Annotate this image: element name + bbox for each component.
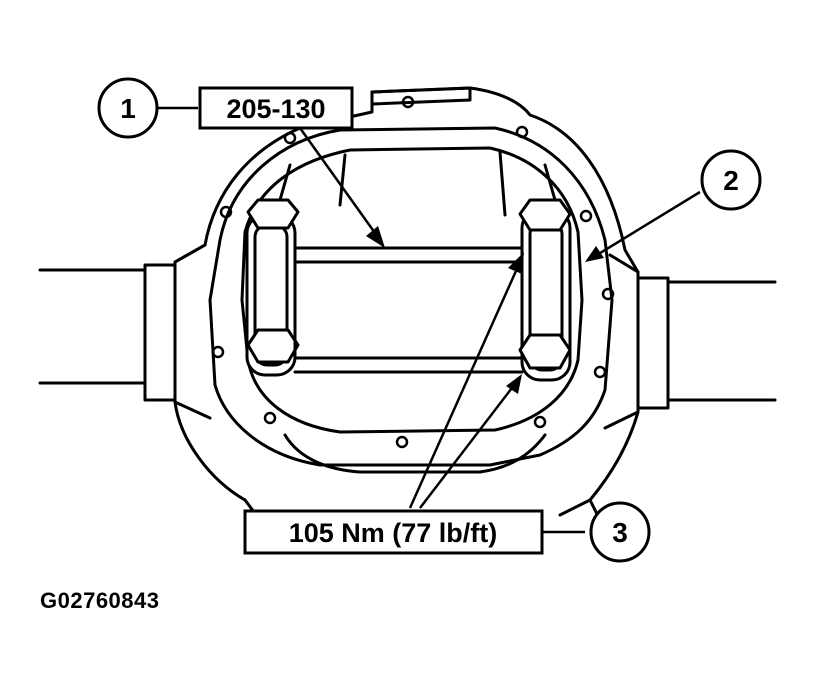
left-axle-tube [38, 243, 212, 420]
bearing-cap-left [245, 198, 300, 377]
callout-1-label: 205-130 [226, 94, 325, 124]
callout-3: 105 Nm (77 lb/ft) 3 [243, 501, 651, 563]
cover-flange [208, 126, 614, 467]
differential-carrier [293, 246, 524, 374]
leader-lines [158, 106, 701, 534]
callout-3-circle [589, 501, 651, 563]
callout-1-number: 1 [120, 93, 136, 124]
figure-id: G02760843 [40, 588, 160, 613]
cover-bolt-holes [211, 95, 615, 449]
callout-2: 2 [700, 149, 762, 211]
arrow-heads [366, 226, 604, 394]
callout-1-circle [97, 77, 159, 139]
callout-1-label-box [198, 86, 354, 130]
callout-2-number: 2 [723, 165, 739, 196]
right-axle-tube [603, 253, 777, 430]
callout-2-circle [700, 149, 762, 211]
bearing-cap-right [518, 198, 572, 382]
callout-1: 1 205-130 [97, 77, 354, 139]
callout-3-label-box [243, 509, 544, 555]
cover-opening [240, 146, 584, 434]
callout-3-number: 3 [612, 517, 628, 548]
housing-outline [173, 86, 640, 517]
callout-3-label: 105 Nm (77 lb/ft) [289, 518, 498, 548]
